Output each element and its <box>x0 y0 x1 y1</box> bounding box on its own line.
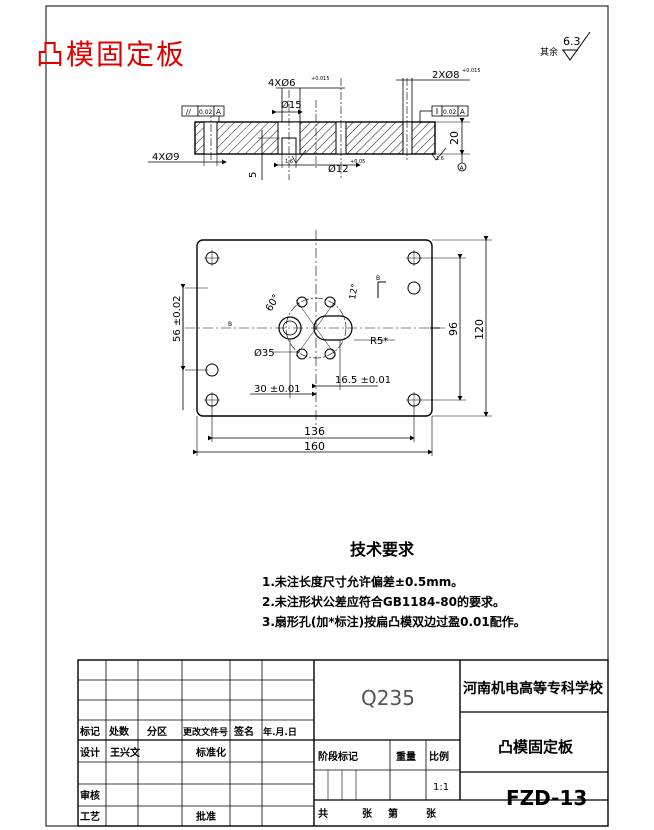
dim-dia35: Ø35 <box>254 347 275 359</box>
technical-requirements: 技术要求 1.未注长度尺寸允许偏差±0.5mm。 2.未注形状公差应符合GB11… <box>262 540 526 629</box>
datum-a-symbol: A <box>460 165 465 172</box>
finish-mark-right: 1.6 <box>436 156 444 162</box>
design-label: 设计 <box>80 746 100 759</box>
standard-label: 标准化 <box>195 746 226 759</box>
approve-label: 批准 <box>196 810 216 823</box>
dim-5: 5 <box>248 172 259 178</box>
dim-160: 160 <box>304 440 325 453</box>
title-block-text: Q235 河南机电高等专科学校 凸模固定板 FZD-13 1:1 标记 处数 分… <box>79 680 604 823</box>
part-name: 凸模固定板 <box>498 738 574 756</box>
sheet-label: 张 <box>362 807 373 820</box>
section-b-left: B <box>228 321 232 328</box>
parallelism-frame: // 0.02 A <box>181 105 225 122</box>
weight-label: 重量 <box>396 750 416 763</box>
hole-4x6-label: 4XØ6 <box>268 77 295 89</box>
tech-req-heading: 技术要求 <box>350 540 415 559</box>
dim-r5: R5* <box>370 336 388 347</box>
tech-req-item-2: 2.未注形状公差应符合GB1184-80的要求。 <box>262 594 505 609</box>
surface-finish-symbol: 其余 6.3 <box>540 31 591 61</box>
dim-12-deg: 12° <box>348 283 361 300</box>
header-date: 年.月.日 <box>263 726 297 738</box>
school-name: 河南机电高等专科学校 <box>463 680 604 697</box>
header-change-doc: 更改文件号 <box>183 726 228 738</box>
header-mark: 标记 <box>79 725 100 738</box>
header-zone: 分区 <box>147 725 167 738</box>
front-section-view: 4XØ6 +0.015 2XØ8 +0.015 Ø15 // 0.02 A 0.… <box>148 68 481 180</box>
surface-finish-value: 6.3 <box>563 35 581 48</box>
perpendicularity-frame: 0.02 A <box>419 105 469 122</box>
tech-req-item-3: 3.扇形孔(加*标注)按扁凸模双边过盈0.01配作。 <box>262 614 526 629</box>
dim-96: 96 <box>447 322 460 336</box>
dim-30: 30 ±0.01 <box>254 384 301 395</box>
dim-dia12-tol: +0.05 <box>350 159 365 165</box>
dim-dia15: Ø15 <box>281 99 302 111</box>
tech-req-item-1: 1.未注长度尺寸允许偏差±0.5mm。 <box>262 574 463 589</box>
dim-56: 56 ±0.02 <box>172 295 183 342</box>
hole-2x8-tol: +0.015 <box>462 68 481 74</box>
dim-120: 120 <box>473 319 486 340</box>
page-sheet-label: 张 <box>426 807 437 820</box>
hole-2x8-label: 2XØ8 <box>432 69 459 81</box>
surface-finish-prefix: 其余 <box>540 46 558 58</box>
plan-view: 60° 12° R5* Ø35 B B 56 ±0.02 96 120 30 ±… <box>172 230 492 456</box>
section-b-right: B <box>376 275 380 282</box>
page-label: 第 <box>388 807 398 820</box>
dim-dia12: Ø12 <box>328 163 349 175</box>
svg-text://: // <box>186 108 191 116</box>
dim-20: 20 <box>448 131 461 145</box>
perp-datum: A <box>460 108 465 116</box>
dim-60-deg: 60° <box>264 293 282 314</box>
check-label: 审核 <box>80 789 100 802</box>
drawing-number: FZD-13 <box>506 786 587 810</box>
dim-16-5: 16.5 ±0.01 <box>335 375 391 386</box>
total-label: 共 <box>318 807 328 820</box>
process-label: 工艺 <box>80 810 100 823</box>
plate-section <box>194 121 436 155</box>
title-block <box>77 659 609 827</box>
header-sign: 签名 <box>233 725 254 738</box>
parallel-datum: A <box>216 108 221 116</box>
header-count: 处数 <box>108 725 130 738</box>
hole-4x9-label: 4XØ9 <box>152 151 179 163</box>
material: Q235 <box>361 686 415 710</box>
red-title: 凸模固定板 <box>36 38 186 71</box>
dim-136: 136 <box>304 425 325 438</box>
scale-value: 1:1 <box>433 782 449 793</box>
stage-label: 阶段标记 <box>318 750 358 763</box>
scale-label: 比例 <box>429 750 449 763</box>
parallel-tol-value: 0.02 <box>199 109 213 116</box>
perp-tol-value: 0.02 <box>443 109 457 116</box>
finish-mark-center: 1.6 <box>285 159 293 165</box>
designer-name: 王兴文 <box>110 746 141 759</box>
hole-4x6-tol: +0.015 <box>311 76 330 82</box>
